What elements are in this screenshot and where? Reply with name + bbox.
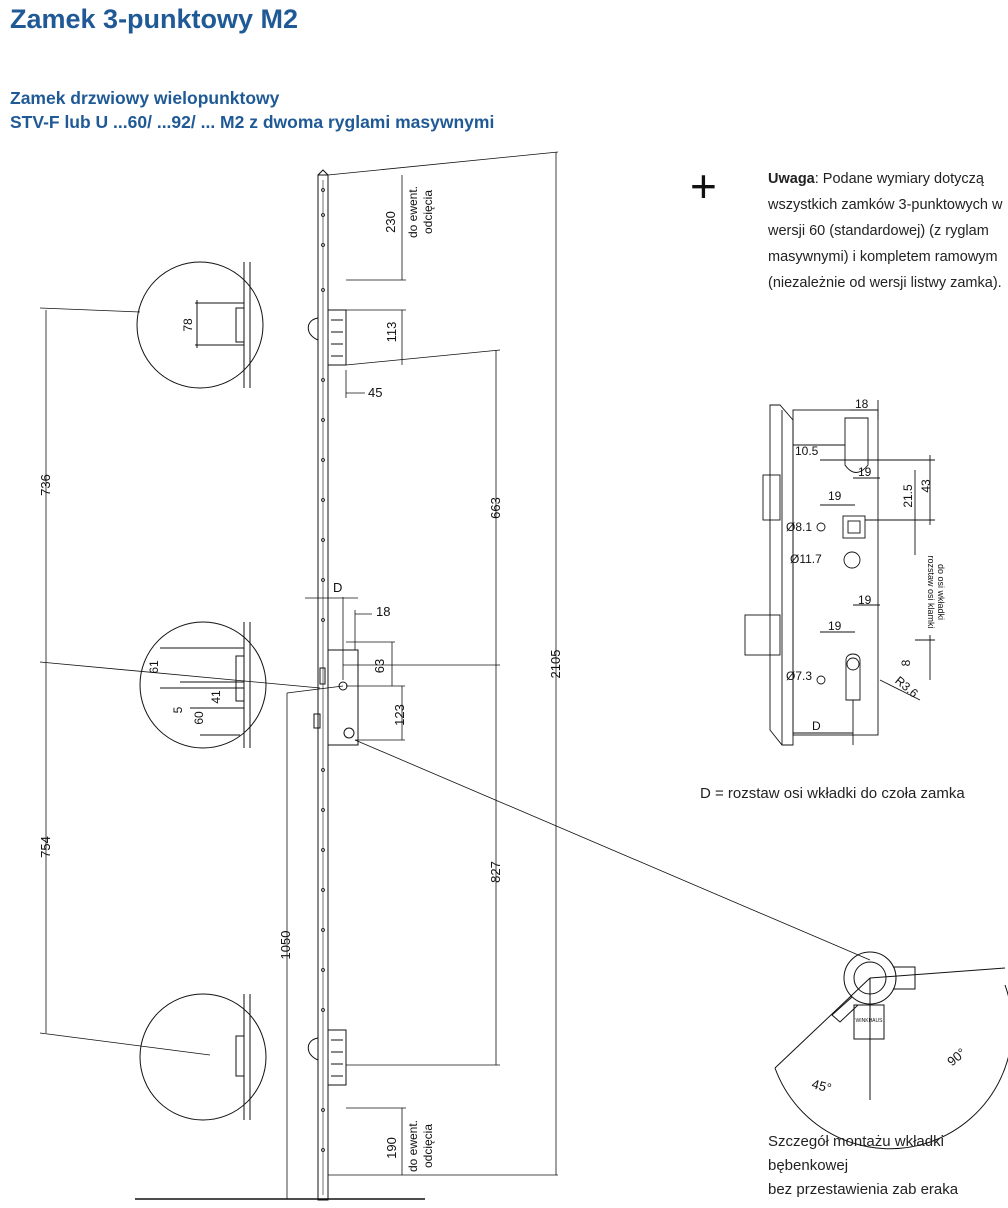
- dim-18: 18: [376, 604, 390, 619]
- lower-bolt: [307, 1029, 347, 1086]
- detail-dim-d: D: [812, 719, 821, 733]
- dim-5: 5: [171, 706, 185, 713]
- dim-2105: 2105: [548, 650, 563, 679]
- detail-axis-label-1: rozstaw osi klamki: [926, 555, 936, 628]
- dim-123: 123: [392, 704, 407, 726]
- cylinder-caption-line-3: bez przestawienia zab eraka: [768, 1181, 959, 1198]
- dim-d: D: [333, 580, 342, 595]
- detail-dim-19d: 19: [828, 619, 842, 633]
- detail-dim-10-5: 10.5: [795, 444, 819, 458]
- detail-dim-21-5: 21.5: [901, 484, 915, 508]
- dim-736: 736: [38, 474, 53, 496]
- dim-78: 78: [181, 318, 195, 332]
- note-block: Uwaga: Podane wymiary dotyczą wszystkich…: [768, 166, 1006, 296]
- detail-dim-19a: 19: [858, 465, 872, 479]
- dim-61: 61: [147, 660, 161, 674]
- dim-754: 754: [38, 836, 53, 858]
- cylinder-caption-line-1: Szczegół montażu wkładki: [768, 1133, 944, 1150]
- dim-230: 230: [383, 211, 398, 233]
- dim-113: 113: [384, 322, 399, 343]
- dim-827: 827: [488, 861, 503, 883]
- dim-60: 60: [192, 711, 206, 725]
- cylinder-detail-caption: Szczegół montażu wkładki bębenkowej bez …: [768, 1130, 958, 1202]
- cylinder-caption-line-2: bębenkowej: [768, 1157, 849, 1174]
- main-lock-case: [313, 649, 359, 746]
- detail-dim-r3-6: R3.6: [892, 673, 921, 700]
- plus-mark-icon: +: [690, 160, 717, 212]
- dim-63: 63: [372, 659, 387, 673]
- cylinder-brand: WINKHAUS: [856, 1018, 884, 1024]
- d-definition-caption: D = rozstaw osi wkładki do czoła zamka: [700, 785, 965, 802]
- note-text: : Podane wymiary dotyczą wszystkich zamk…: [768, 171, 1003, 291]
- subtitle-line-1: Zamek drzwiowy wielopunktowy: [10, 88, 280, 108]
- detail-dim-11-7: Ø11.7: [790, 552, 822, 566]
- detail-lock-drawing: [744, 400, 935, 746]
- dim-note-odciecia-top: odcięcia: [421, 190, 435, 234]
- page-subtitle: Zamek drzwiowy wielopunktowy STV-F lub U…: [10, 86, 494, 134]
- detail-dim-7-3: Ø7.3: [786, 669, 812, 683]
- zoom-circle-top: [136, 261, 264, 389]
- detail-dim-8-1: Ø8.1: [786, 520, 812, 534]
- detail-dim-19c: 19: [858, 593, 872, 607]
- upper-bolt: [307, 309, 347, 366]
- dim-663: 663: [488, 497, 503, 519]
- dim-note-odciecia-bottom: odcięcia: [421, 1124, 435, 1168]
- detail-dim-18: 18: [855, 397, 869, 411]
- zoom-circle-middle: [139, 621, 267, 749]
- dim-note-ewent-bottom: do ewent.: [406, 1120, 420, 1172]
- dim-1050: 1050: [278, 931, 293, 960]
- note-label: Uwaga: [768, 171, 815, 187]
- dim-41: 41: [209, 690, 223, 704]
- detail-axis-label-2: do osi wkładki: [936, 564, 946, 620]
- cylinder-detail-drawing: [774, 951, 1008, 1150]
- subtitle-line-2: STV-F lub U ...60/ ...92/ ... M2 z dwoma…: [10, 112, 495, 132]
- detail-dim-19b: 19: [828, 489, 842, 503]
- main-dimension-lines: [39, 151, 871, 1199]
- dim-note-ewent-top: do ewent.: [406, 186, 420, 238]
- detail-dim-43: 43: [919, 479, 933, 493]
- zoom-circle-bottom: [139, 993, 267, 1121]
- dim-190: 190: [384, 1137, 399, 1159]
- dim-45: 45: [368, 385, 382, 400]
- page-title: Zamek 3-punktowy M2: [10, 4, 299, 34]
- detail-dim-8: 8: [899, 659, 913, 666]
- faceplate-holes: [321, 188, 325, 1152]
- lock-faceplate: [135, 169, 425, 1201]
- angle-45-label: 45°: [810, 1076, 833, 1096]
- angle-90-label: 90°: [944, 1045, 969, 1069]
